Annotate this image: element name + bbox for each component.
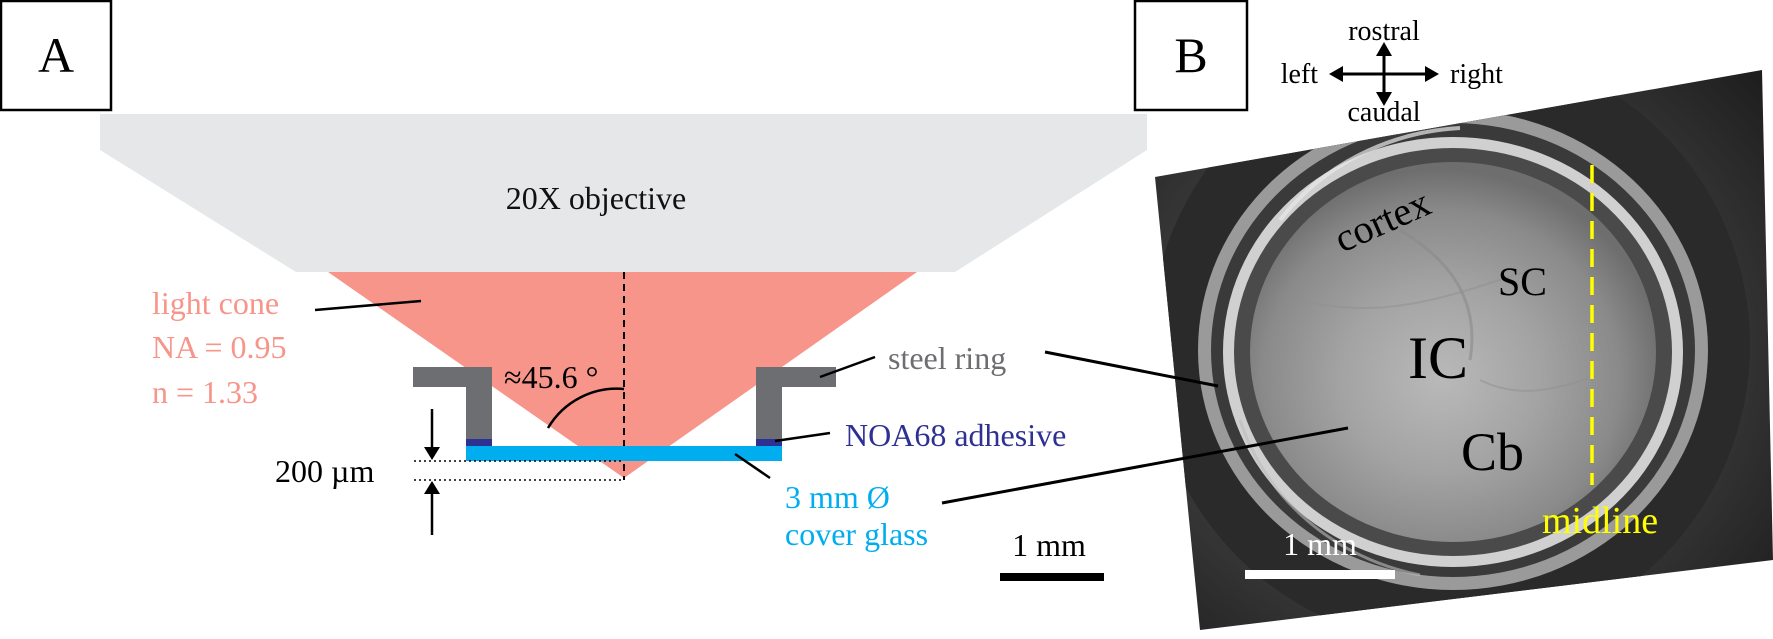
objective-body — [100, 114, 1147, 272]
light-cone — [328, 272, 917, 478]
light-cone-na-label: NA = 0.95 — [152, 329, 287, 365]
cover-glass-size-label: 3 mm Ø — [785, 479, 890, 515]
cover-glass — [466, 446, 782, 461]
objective-label: 20X objective — [506, 180, 686, 216]
compass-right-arrowhead — [1425, 66, 1439, 82]
steel-ring-label: steel ring — [888, 340, 1006, 376]
sc-label: SC — [1498, 259, 1547, 304]
steel-ring-right — [756, 367, 836, 444]
steel-ring-photo-callout-line — [1044, 350, 1219, 388]
adhesive-callout-line — [774, 431, 831, 443]
cover-glass-callout-line — [734, 452, 771, 480]
panel-b-scale-bar — [1245, 570, 1395, 579]
steel-ring-callout-line — [819, 355, 876, 379]
panel-b-scale-bar-label: 1 mm — [1283, 526, 1357, 562]
midline-label: midline — [1542, 500, 1658, 542]
adhesive-left — [466, 439, 492, 447]
thickness-arrowhead-up — [424, 481, 440, 494]
panel-b-label: B — [1174, 27, 1207, 83]
adhesive-right — [756, 439, 782, 447]
light-cone-n-label: n = 1.33 — [152, 374, 258, 410]
compass-rostral-label: rostral — [1348, 16, 1420, 47]
panel-b: midline cortex SC IC Cb 1 mm B rostral c… — [941, 0, 1773, 630]
cover-glass-photo-callout-line — [941, 426, 1349, 505]
panel-a-scale-bar — [1000, 573, 1104, 581]
panel-a-scale-bar-label: 1 mm — [1012, 527, 1086, 563]
panel-b-label-box — [1133, 0, 1249, 112]
compass-down-arrowhead — [1376, 92, 1392, 106]
cb-label: Cb — [1461, 422, 1524, 482]
angle-arc — [546, 387, 625, 429]
thickness-arrowhead-down — [424, 447, 440, 460]
thickness-label: 200 µm — [275, 453, 374, 489]
panel-a-label: A — [38, 27, 74, 83]
panel-a: A 20X objective ≈45.6 ° light cone NA = … — [0, 0, 1147, 581]
panel-a-label-box — [0, 0, 113, 112]
light-cone-label: light cone — [152, 285, 279, 321]
ic-label: IC — [1408, 325, 1468, 391]
compass-left-arrowhead — [1329, 66, 1343, 82]
cover-glass-label: cover glass — [785, 516, 928, 552]
compass-caudal-label: caudal — [1347, 97, 1420, 128]
steel-ring-left — [413, 367, 492, 444]
brain-photo — [1155, 70, 1773, 630]
orientation-compass: rostral caudal left right — [1281, 16, 1503, 128]
light-cone-callout-line — [314, 299, 422, 312]
adhesive-label: NOA68 adhesive — [845, 417, 1066, 453]
compass-up-arrowhead — [1376, 42, 1392, 56]
compass-left-label: left — [1281, 59, 1319, 90]
compass-right-label: right — [1450, 59, 1503, 90]
angle-label: ≈45.6 ° — [504, 359, 598, 395]
